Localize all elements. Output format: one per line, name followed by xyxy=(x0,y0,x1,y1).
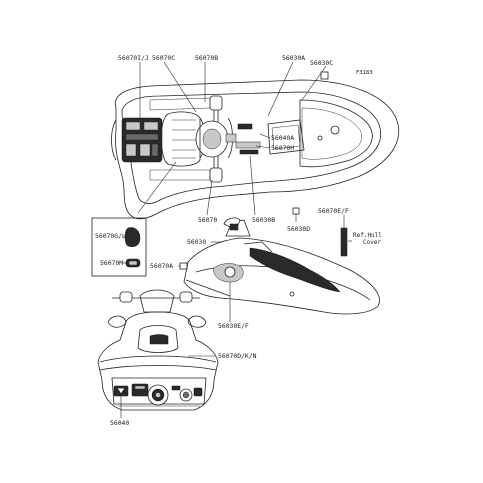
top-view-hull xyxy=(111,79,399,220)
label-56040: 56040 xyxy=(110,419,129,427)
label-56030d-square xyxy=(292,207,300,215)
label-56070b: 56070B xyxy=(195,54,218,62)
figure-code: F3183 xyxy=(356,70,373,76)
label-56070ij: 56070I/J xyxy=(118,54,149,62)
label-56070gl: 56070G/L xyxy=(95,232,126,240)
leader-lines-side xyxy=(178,215,352,322)
label-56030d: 56030D xyxy=(287,225,310,233)
side-view-hull xyxy=(183,217,380,315)
label-56070h: 56070H xyxy=(271,144,294,152)
label-56040a: 56040A xyxy=(271,134,294,142)
label-56030c-square xyxy=(320,71,329,80)
decal-56070gl xyxy=(124,227,141,247)
label-56070a: 56070A xyxy=(150,262,173,270)
part-56070a-square xyxy=(179,262,188,270)
leader-lines-rear xyxy=(120,355,215,418)
label-56070: 56070 xyxy=(198,216,217,224)
label-56030c: 56030C xyxy=(310,59,333,67)
decal-detail-box xyxy=(91,217,147,277)
label-ref-hull: Ref.Hull xyxy=(353,232,382,239)
label-56070c: 56070C xyxy=(152,54,175,62)
label-56030a: 56030A xyxy=(282,54,305,62)
label-56070dkn: 56070D/K/N xyxy=(218,352,257,360)
label-56030ef: 56030E/F xyxy=(218,322,249,330)
label-56070ef: 56070E/F xyxy=(318,207,349,215)
label-ref-cover: Cover xyxy=(363,239,381,246)
leader-lines-top xyxy=(137,61,329,222)
label-56030b: 56030B xyxy=(252,216,275,224)
rear-view-hull xyxy=(97,289,219,411)
part-labels: F3183 56070I/J 56070C 56070B 56030A 5603… xyxy=(95,54,382,427)
label-56070m: 56070M xyxy=(100,259,123,267)
label-56030: 56030 xyxy=(187,238,206,246)
